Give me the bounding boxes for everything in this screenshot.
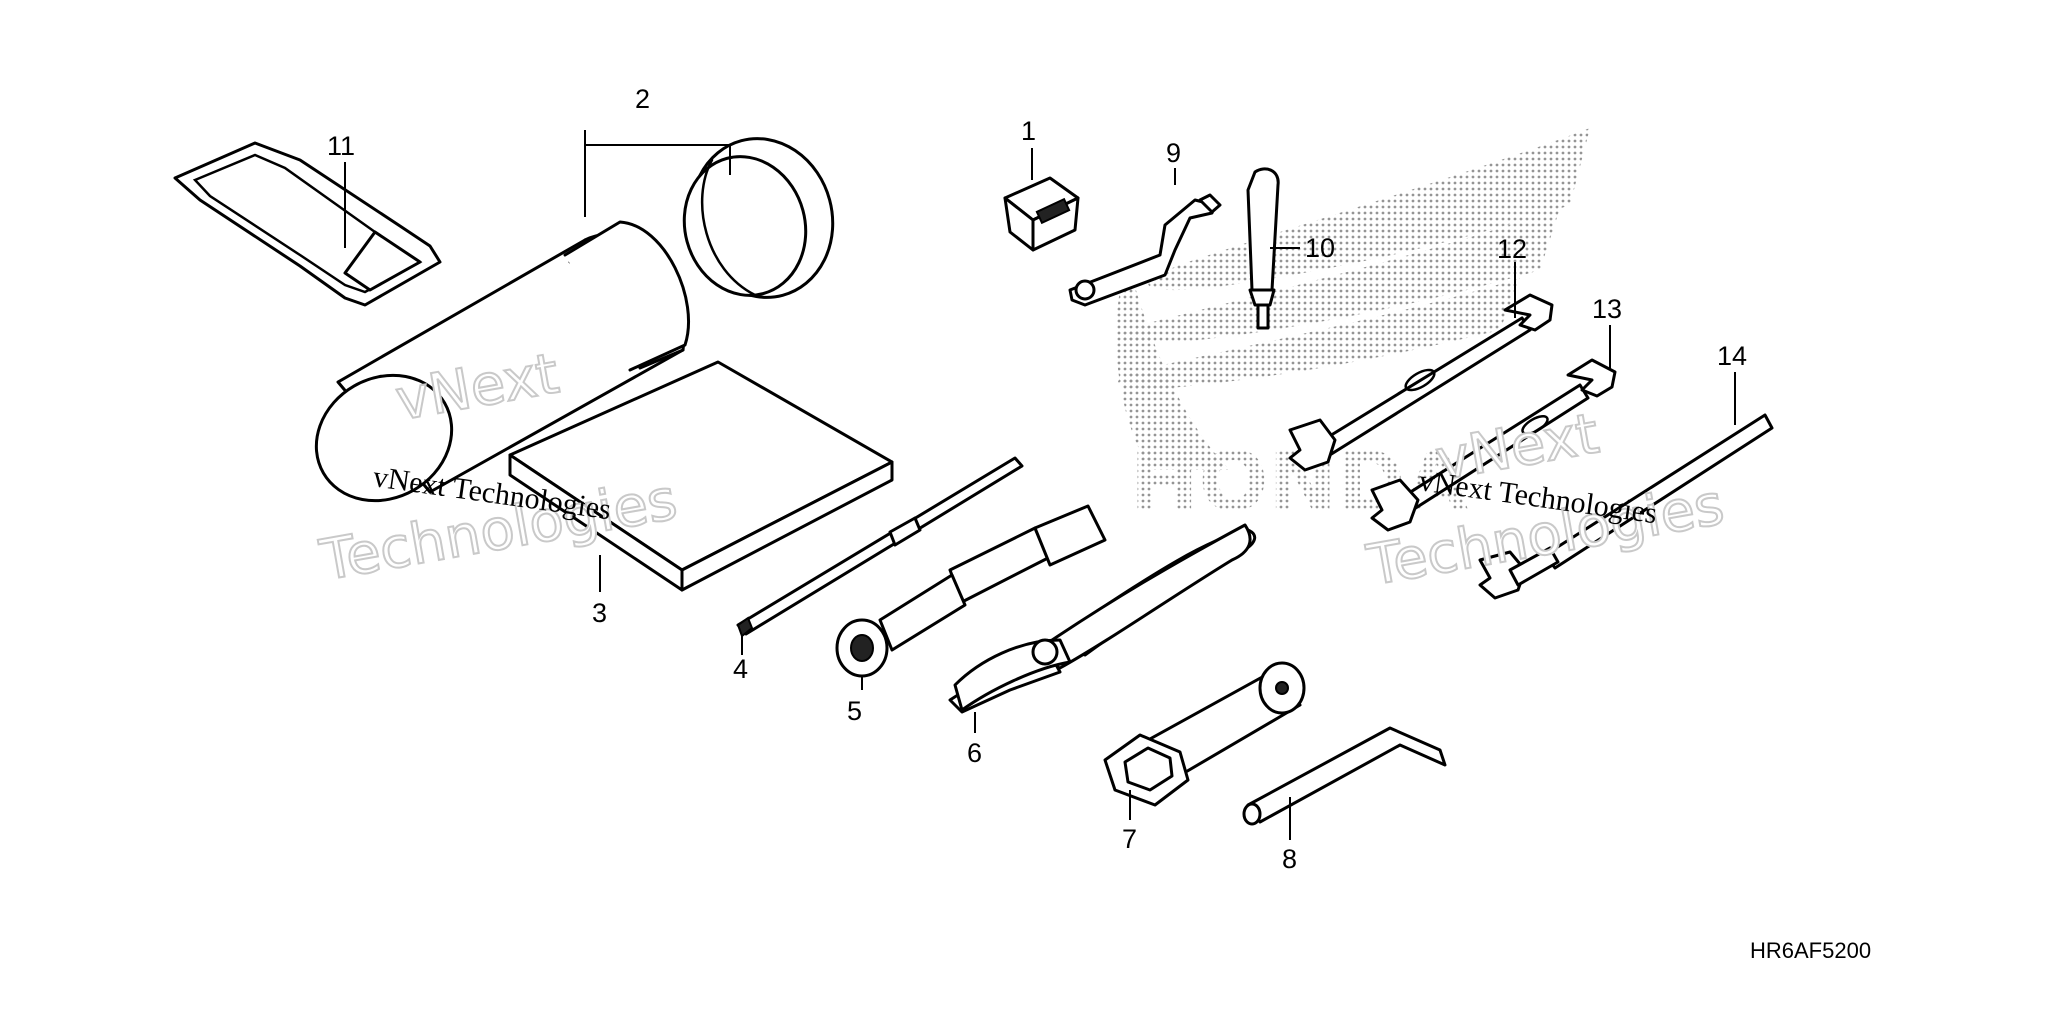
callout-9: 9	[1166, 138, 1181, 168]
part-9-bracket	[1068, 193, 1222, 307]
part-13-wrench	[1370, 358, 1617, 532]
callout-1: 1	[1021, 116, 1036, 146]
part-10-screwdriver	[1246, 167, 1280, 330]
callout-4: 4	[733, 654, 748, 684]
part-7-plug-wrench	[1103, 661, 1306, 807]
callout-2: 2	[635, 84, 650, 114]
callout-7: 7	[1122, 824, 1137, 854]
part-5-driver-handle	[835, 504, 1107, 678]
callout-12: 12	[1497, 234, 1527, 264]
callout-labels: 1 2 3 4 5 6 7 8 9 10 11 12 13 14	[327, 84, 1747, 874]
part-4-screwdriver	[736, 456, 1024, 638]
callout-13: 13	[1592, 294, 1622, 324]
part-1-fuse	[1003, 176, 1080, 252]
part-6-pliers	[948, 523, 1257, 714]
part-2-tool-bag	[314, 137, 835, 503]
part-12-wrench	[1288, 293, 1554, 472]
callout-14: 14	[1717, 341, 1747, 371]
leader-lines	[344, 130, 1736, 840]
callout-6: 6	[967, 738, 982, 768]
callout-10: 10	[1305, 233, 1335, 263]
callout-3: 3	[592, 598, 607, 628]
part-14-bar	[1478, 413, 1774, 600]
callout-11: 11	[327, 131, 355, 161]
part-11-strap	[173, 141, 442, 307]
part-8-hex-key	[1242, 726, 1447, 826]
callout-8: 8	[1282, 844, 1297, 874]
diagram-code: HR6AF5200	[1750, 938, 1871, 963]
part-3-manual	[508, 360, 894, 592]
callout-5: 5	[847, 696, 862, 726]
